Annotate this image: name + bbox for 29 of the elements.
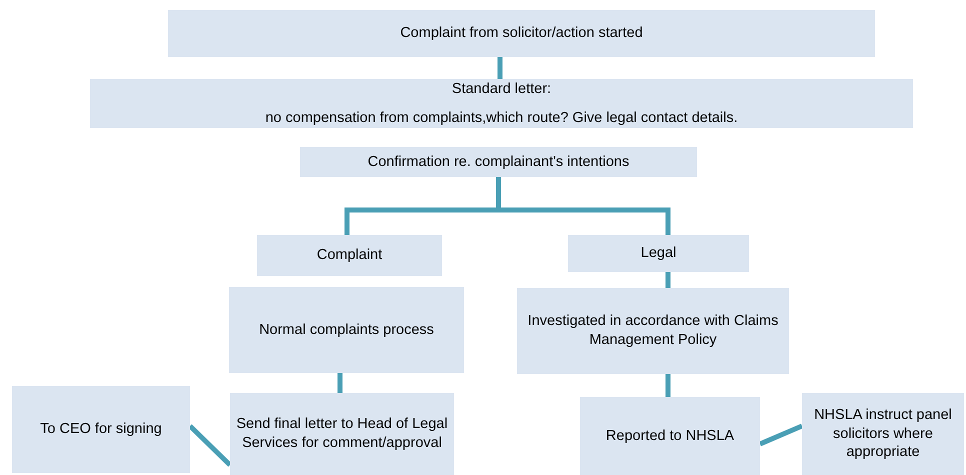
process-box [229,287,464,373]
box-text: To CEO for signing [40,420,162,439]
box-text: Complaint from solicitor/action started [400,24,643,43]
box-text: Normal complaints process [259,320,434,340]
connector-line [498,57,502,79]
connector-line [759,424,803,446]
process-box [580,397,760,475]
connector-line [188,424,232,467]
connector-line [666,374,670,397]
process-box [802,393,964,475]
process-box [168,10,875,57]
process-box [257,235,442,276]
box-text: Standard letter: [452,80,552,98]
connector-line [338,373,342,393]
connector-line [666,272,670,288]
process-box [90,79,913,128]
box-text: Legal [640,244,676,263]
process-box [568,235,749,272]
box-text: no compensation from complaints,which route? Give legal contact details. [265,108,738,128]
box-text: Confirmation re. complainant's intentions [368,152,630,172]
box-text: Reported to NHSLA [606,426,734,446]
box-text: Investigated in accordance with Claims Management Policy [526,312,780,350]
box-text: Send final letter to Head of Legal Services for comment/approval [235,415,449,453]
box-text: NHSLA instruct panel solicitors where appropriate [813,406,953,462]
process-box [517,288,789,374]
box-text: Complaint [316,246,382,265]
process-box [12,386,190,473]
process-box [230,393,454,475]
process-box [300,147,697,177]
